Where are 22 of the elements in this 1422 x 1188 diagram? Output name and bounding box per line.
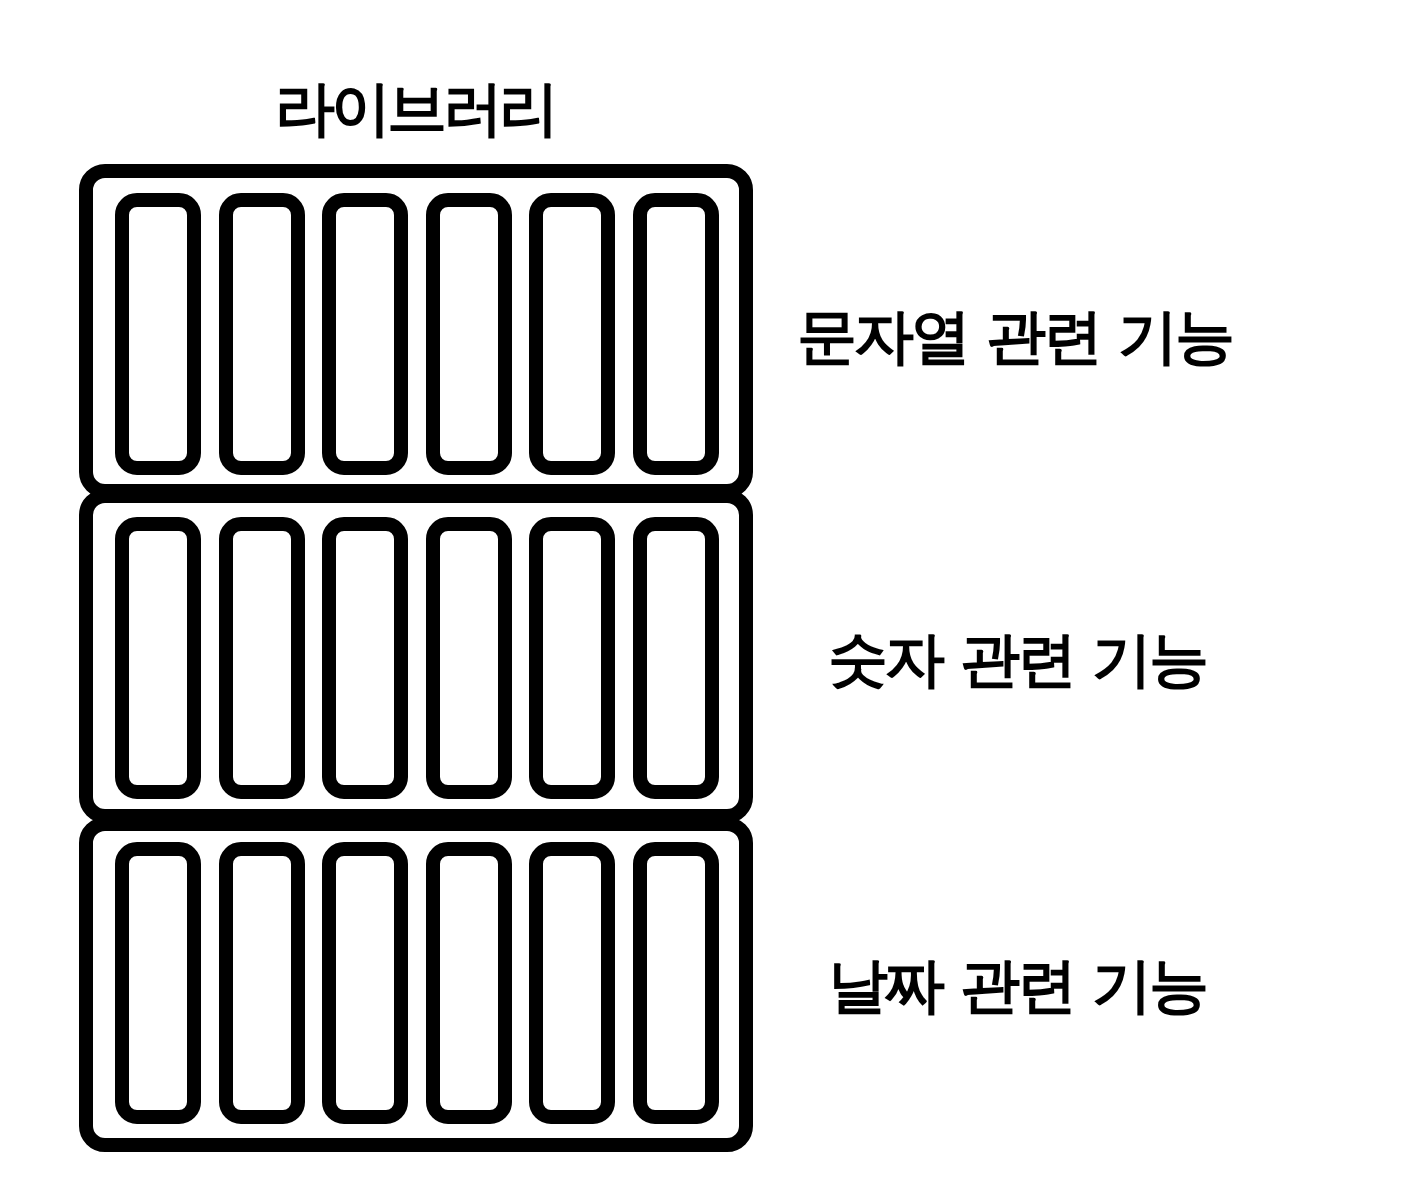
book <box>219 517 305 799</box>
book <box>633 193 719 475</box>
book <box>633 842 719 1124</box>
book <box>426 842 512 1124</box>
book <box>322 193 408 475</box>
book <box>115 193 201 475</box>
book <box>322 517 408 799</box>
book <box>529 842 615 1124</box>
shelf-label: 문자열 관련 기능 <box>797 306 1232 366</box>
book <box>219 842 305 1124</box>
book <box>219 193 305 475</box>
book <box>529 193 615 475</box>
shelf-label: 날짜 관련 기능 <box>828 955 1206 1015</box>
book <box>322 842 408 1124</box>
book <box>529 517 615 799</box>
book <box>115 517 201 799</box>
book <box>633 517 719 799</box>
shelf-label: 숫자 관련 기능 <box>828 629 1206 689</box>
book <box>115 842 201 1124</box>
title: 라이브러리 <box>275 78 555 138</box>
book <box>426 517 512 799</box>
book <box>426 193 512 475</box>
